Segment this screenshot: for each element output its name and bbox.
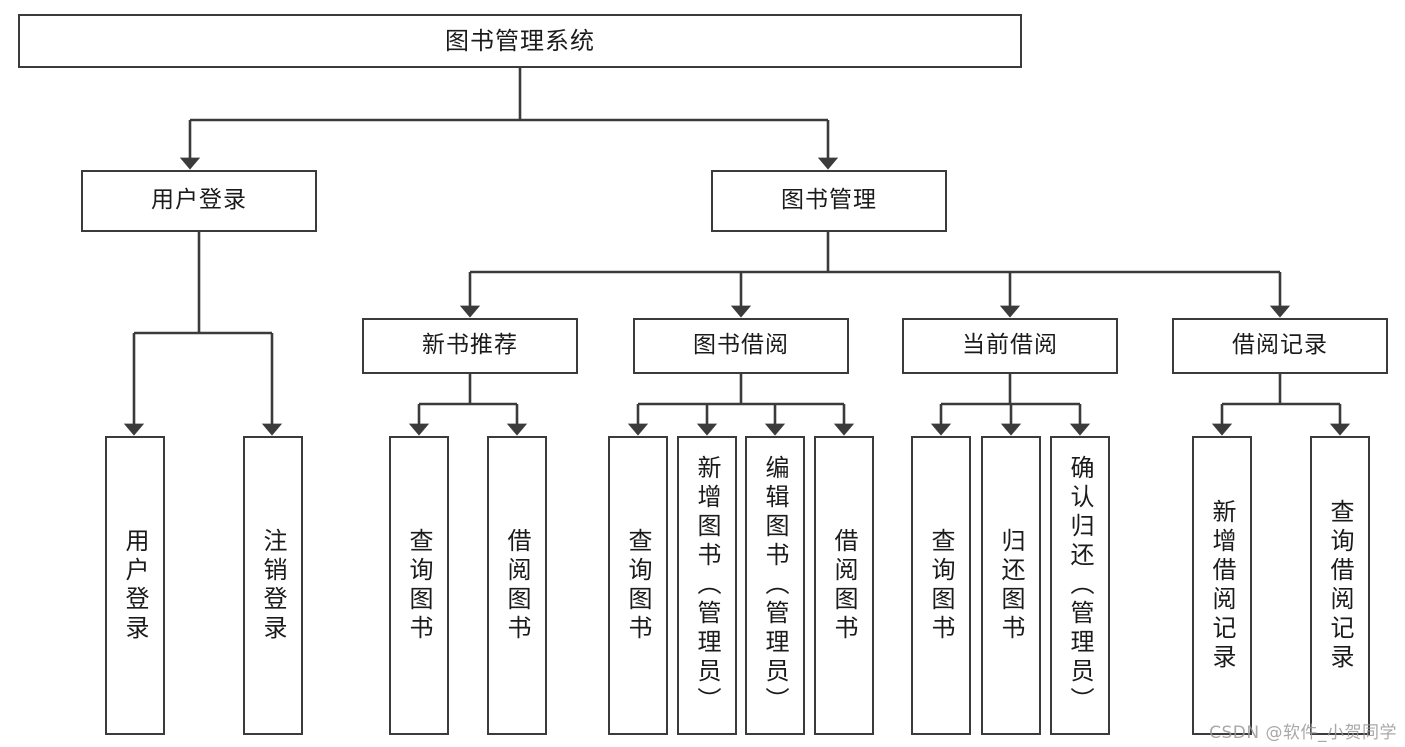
node-borrow-record[interactable]: 借阅记录 [1172, 318, 1388, 374]
node-leaf-query-borrow-record[interactable]: 查询借阅记录 [1310, 436, 1370, 735]
node-new-book-recommend[interactable]: 新书推荐 [362, 318, 578, 374]
node-label: 图书借阅 [693, 332, 789, 359]
node-label: 查询借阅记录 [1326, 498, 1354, 673]
node-leaf-return-book[interactable]: 归还图书 [981, 436, 1041, 735]
node-leaf-edit-book-admin[interactable]: 编辑图书（管理员） [745, 436, 805, 735]
node-label: 确认归还（管理员） [1066, 455, 1094, 716]
node-label: 当前借阅 [962, 332, 1058, 359]
node-label: 归还图书 [997, 527, 1025, 644]
node-leaf-logout[interactable]: 注销登录 [243, 436, 303, 735]
node-leaf-borrow-book-rec[interactable]: 借阅图书 [487, 436, 547, 735]
node-label: 新书推荐 [422, 332, 518, 359]
node-leaf-query-book-borrow[interactable]: 查询图书 [608, 436, 668, 735]
node-book-management[interactable]: 图书管理 [711, 170, 947, 232]
node-current-borrow[interactable]: 当前借阅 [902, 318, 1118, 374]
node-book-borrow[interactable]: 图书借阅 [633, 318, 849, 374]
node-leaf-query-book-rec[interactable]: 查询图书 [389, 436, 449, 735]
node-label: 借阅图书 [830, 527, 858, 644]
node-label: 查询图书 [927, 527, 955, 644]
node-root-system[interactable]: 图书管理系统 [18, 14, 1022, 68]
node-label: 图书管理 [781, 187, 877, 214]
node-label: 借阅图书 [503, 527, 531, 644]
node-leaf-confirm-return-admin[interactable]: 确认归还（管理员） [1050, 436, 1110, 735]
node-label: 用户登录 [151, 187, 247, 214]
node-label: 借阅记录 [1232, 332, 1328, 359]
node-label: 查询图书 [405, 527, 433, 644]
node-label: 用户登录 [121, 527, 149, 644]
node-label: 新增图书（管理员） [693, 455, 721, 716]
node-leaf-add-borrow-record[interactable]: 新增借阅记录 [1192, 436, 1252, 735]
node-leaf-query-book-current[interactable]: 查询图书 [911, 436, 971, 735]
node-label: 图书管理系统 [445, 26, 595, 55]
node-label: 新增借阅记录 [1208, 498, 1236, 673]
node-label: 注销登录 [259, 527, 287, 644]
node-leaf-borrow-book[interactable]: 借阅图书 [814, 436, 874, 735]
node-label: 编辑图书（管理员） [761, 455, 789, 716]
watermark-credit: CSDN @软件_小贺同学 [1209, 723, 1397, 743]
node-label: 查询图书 [624, 527, 652, 644]
node-leaf-user-login[interactable]: 用户登录 [105, 436, 165, 735]
node-user-login[interactable]: 用户登录 [81, 170, 317, 232]
node-leaf-add-book-admin[interactable]: 新增图书（管理员） [677, 436, 737, 735]
